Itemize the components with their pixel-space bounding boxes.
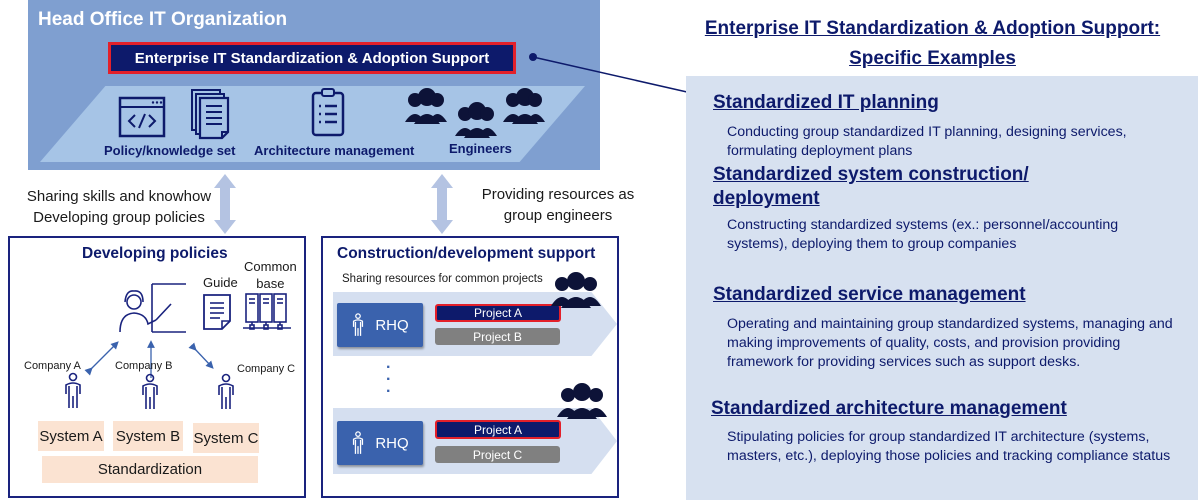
flow-left-line1: Sharing skills and knowhow [26,188,212,205]
project-b-lane-1[interactable]: Project B [435,328,560,345]
person-icon-company-a [65,372,81,408]
example-heading-service: Standardized service management [713,284,1026,305]
project-a-lane-1[interactable]: Project A [435,304,561,322]
example-heading-planning: Standardized IT planning [713,92,939,113]
flow-right-line1: Providing resources as [481,186,635,203]
rhq-label-2: RHQ [375,434,409,452]
teacher-icon [119,283,186,333]
asset-label-policy: Policy/knowledge set [104,143,236,158]
asset-label-engineers: Engineers [449,141,512,156]
company-arrows [84,340,214,378]
documents-icon [191,89,230,140]
guide-document-icon [203,294,231,330]
flow-text-left: Sharing skills and knowhow Developing gr… [14,186,224,228]
example-body-service: Operating and maintaining group standard… [727,316,1173,370]
policies-title: Developing policies [82,245,228,262]
company-b-label: Company B [115,360,173,372]
guide-label: Guide [203,275,238,290]
server-rack-icon [243,293,291,330]
system-c: System C [193,423,259,453]
flow-text-right: Providing resources as group engineers [468,184,648,226]
rhq-block-2[interactable]: RHQ [337,421,423,465]
example-heading-construction: Standardized system construction/ deploy… [713,164,1029,209]
asset-label-architecture: Architecture management [254,143,415,158]
construction-subtitle: Sharing resources for common projects [342,273,543,285]
examples-panel [686,76,1198,500]
head-office-title: Head Office IT Organization [38,9,288,30]
person-icon [353,431,364,454]
example-body-construction: Constructing standardized systems (ex.: … [727,217,1119,252]
person-icon-company-b [142,373,158,409]
people-group-icon-lane-2 [557,383,607,419]
support-highlight-box[interactable]: Enterprise IT Standardization & Adoption… [108,42,516,74]
rhq-block-1[interactable]: RHQ [337,303,423,347]
example-body-planning: Conducting group standardized IT plannin… [727,124,1127,159]
person-icon-company-c [218,373,234,409]
project-c-lane-2[interactable]: Project C [435,446,560,463]
system-b: System B [113,421,183,451]
example-body-architecture: Stipulating policies for group standardi… [727,429,1171,464]
people-group-icon-lane-1 [551,272,601,308]
rhq-label-1: RHQ [375,316,409,334]
flow-left-line2: Developing group policies [33,209,205,226]
code-window-icon [118,96,166,138]
common-base-label: Common base [244,259,297,291]
flow-right-line2: group engineers [503,207,613,224]
system-a: System A [38,421,104,451]
person-icon [353,313,364,336]
company-a-label: Company A [24,360,81,372]
company-c-label: Company C [237,363,296,375]
project-a-lane-2[interactable]: Project A [435,420,561,439]
examples-title: Enterprise IT Standardization & Adoption… [665,14,1200,74]
developing-policies-box [8,236,306,498]
construction-title: Construction/development support [337,245,596,262]
examples-title-line2: Specific Examples [849,48,1016,69]
standardization-bar: Standardization [42,456,258,483]
ellipsis-vertical: ··· [386,359,392,400]
example-heading-architecture: Standardized architecture management [711,398,1067,419]
people-group-icon [405,88,545,138]
examples-title-line1: Enterprise IT Standardization & Adoption… [704,18,1161,39]
clipboard-checklist-icon [311,88,345,137]
double-arrow-right [431,174,453,234]
